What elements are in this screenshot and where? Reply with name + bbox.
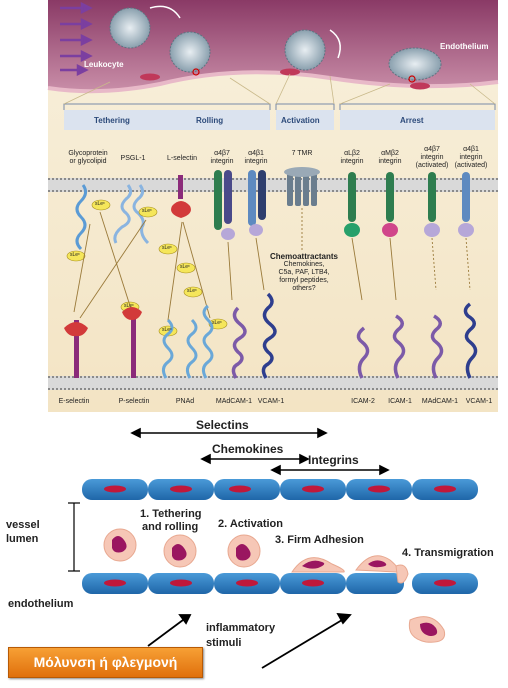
ligand-p-selectin: P-selectin [118,398,150,405]
slex-label: sLeˣ [95,201,105,207]
flow-arrows [60,1,93,77]
stage-activation: Activation [281,116,320,125]
integrins-label: Integrins [308,453,359,467]
ligand-pnad: PNAd [175,398,195,405]
slex-label: sLeˣ [162,327,172,333]
slex-label: sLeˣ [187,288,197,294]
slex-label: sLeˣ [124,303,134,309]
leukocyte-label: Leukocyte [84,60,124,69]
receptor-7tmr: 7 TMR [291,150,313,157]
stage-arrest: Arrest [400,116,424,125]
endothelial-ligands [64,292,478,379]
endothelium-label: Endothelium [440,42,489,51]
ligand-e-selectin: E-selectin [58,398,90,405]
slex-label: sLeˣ [212,320,222,326]
slex-label: sLeˣ [162,245,172,251]
interaction-arrows [73,208,471,321]
vessel-top-wall [82,479,478,500]
stage-tethering: Tethering [94,116,130,125]
stage-rolling: Rolling [196,116,224,125]
selectins-label: Selectins [196,418,249,432]
endothelium-cells-top [140,68,430,90]
step2-label: 2. Activation [218,518,283,530]
slex-label: sLeˣ [70,252,80,258]
slex-label: sLeˣ [142,208,152,214]
vessel-bottom-wall [82,573,478,594]
migrating-leukocytes [103,528,446,643]
stimuli-arrows [147,612,352,669]
ligand-vcam1: VCAM-1 [257,398,285,405]
endothelial-membrane [48,376,498,390]
ligand-madcam1: MAdCAM-1 [215,398,253,405]
ligand-icam2: ICAM-2 [351,398,375,405]
ligand-madcam1-arrest: MAdCAM-1 [421,398,459,405]
receptor-lselectin: L-selectin [167,155,197,162]
step4-label: 4. Transmigration [402,547,494,559]
leukocyte-receptors [75,167,474,251]
leukocytes [109,5,442,83]
leukocyte-membrane [48,178,498,192]
chemoattractants-box: Chemoattractants Chemokines, C5a, PAF, L… [266,252,342,293]
ligand-vcam1-arrest: VCAM-1 [465,398,493,405]
ligand-icam1: ICAM-1 [388,398,412,405]
stage-brackets [63,73,496,130]
phase-arrows [130,427,390,476]
lumen-bracket [68,502,80,572]
receptor-psgl1: PSGL-1 [120,155,146,162]
infection-inflammation-banner: Μόλυνση ή φλεγμονή [8,647,203,678]
chemokines-label: Chemokines [212,442,284,456]
step3-label: 3. Firm Adhesion [275,534,364,546]
chemoattractants-title: Chemoattractants [269,252,338,261]
endothelium-label-bottom: endothelium [8,598,74,610]
slex-label: sLeˣ [180,264,190,270]
vessel-wall [48,0,498,92]
